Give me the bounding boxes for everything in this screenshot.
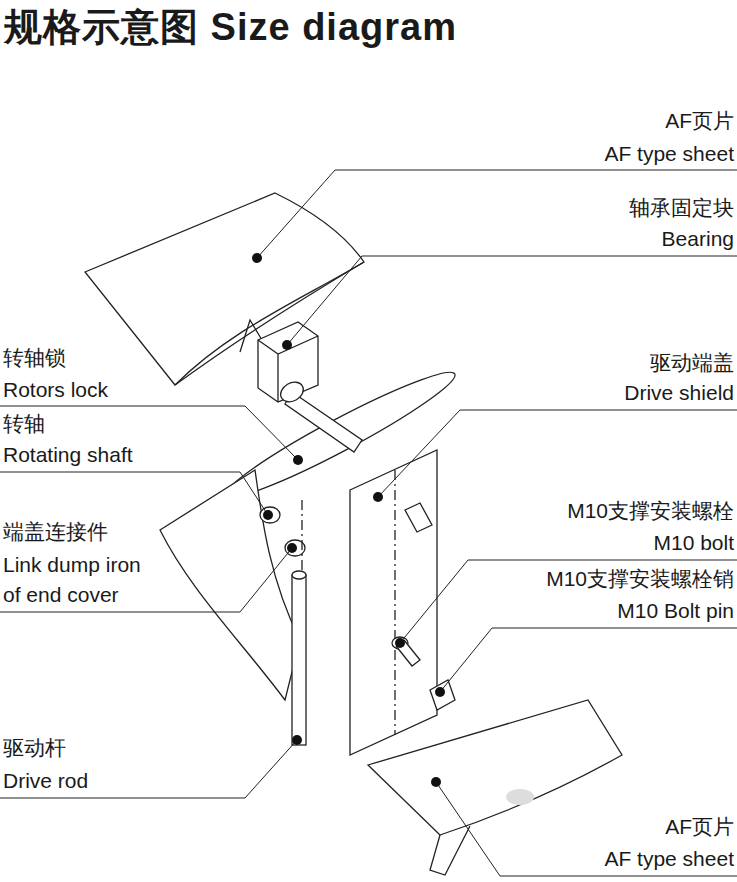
- part-name-en: Link dump iron of end cover: [3, 550, 163, 610]
- part-name-cn: 转轴: [3, 409, 45, 439]
- part-name-en: Bearing: [662, 224, 734, 254]
- rotating-shaft: [285, 392, 362, 452]
- part-name-cn: 端盖连接件: [3, 517, 108, 547]
- part-name-cn: AF页片: [665, 106, 734, 136]
- rotors-lock: [260, 507, 280, 523]
- part-name-cn: M10支撑安装螺栓: [567, 496, 734, 526]
- part-name-cn: M10支撑安装螺栓销: [546, 564, 734, 594]
- part-name-cn: 转轴锁: [3, 343, 66, 373]
- support-plate: [350, 450, 437, 755]
- part-name-en: Drive shield: [624, 378, 734, 408]
- part-name-en: M10 Bolt pin: [617, 596, 734, 626]
- page-title: 规格示意图 Size diagram: [4, 2, 457, 52]
- part-name-cn: AF页片: [665, 812, 734, 842]
- m10-bolt: [405, 503, 432, 532]
- part-name-cn: 轴承固定块: [629, 193, 734, 223]
- part-name-cn: 驱动端盖: [650, 348, 734, 378]
- part-name-en: M10 bolt: [653, 528, 734, 558]
- middle-blade: [160, 470, 300, 700]
- part-name-en: AF type sheet: [604, 844, 734, 874]
- bottom-blade: [368, 700, 622, 835]
- part-name-en: AF type sheet: [604, 139, 734, 169]
- leader-lines: [0, 170, 737, 876]
- part-name-en: Rotating shaft: [3, 440, 133, 470]
- part-name-en: Rotors lock: [3, 375, 108, 405]
- callout-dots: [252, 253, 445, 787]
- part-name-cn: 驱动杆: [3, 733, 66, 763]
- part-name-en: Drive rod: [3, 766, 88, 796]
- drive-rod: [292, 575, 306, 745]
- top-blade: [85, 193, 364, 385]
